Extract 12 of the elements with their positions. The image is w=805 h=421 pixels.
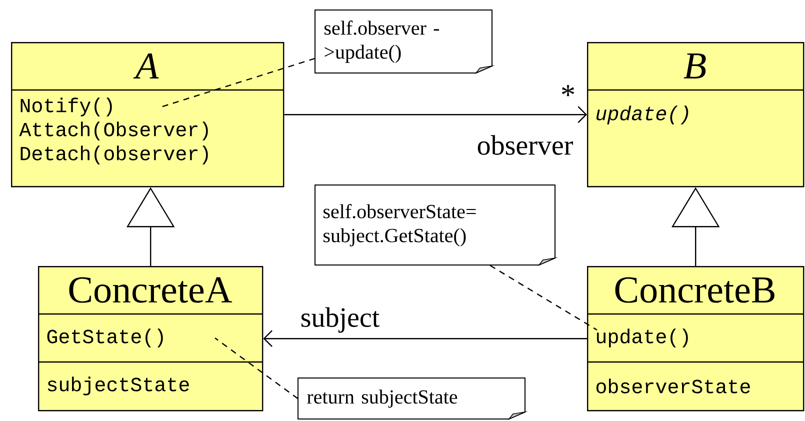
class-box: A Notify() Attach(Observer) Detach(observer)	[11, 42, 284, 188]
class-box: ConcreteB update() observerState	[587, 266, 804, 412]
association-arrow	[263, 330, 587, 348]
edge-label: observer	[478, 135, 573, 155]
leader-line	[490, 264, 598, 331]
class-box: B update()	[587, 42, 804, 188]
leader-line	[214, 338, 298, 400]
class-box: ConcreteA GetState() subjectState	[38, 266, 264, 412]
association-arrow	[284, 106, 587, 124]
edge-label: subject	[302, 307, 380, 333]
leader-line	[160, 58, 316, 108]
multiplicity-label: *	[562, 85, 574, 96]
